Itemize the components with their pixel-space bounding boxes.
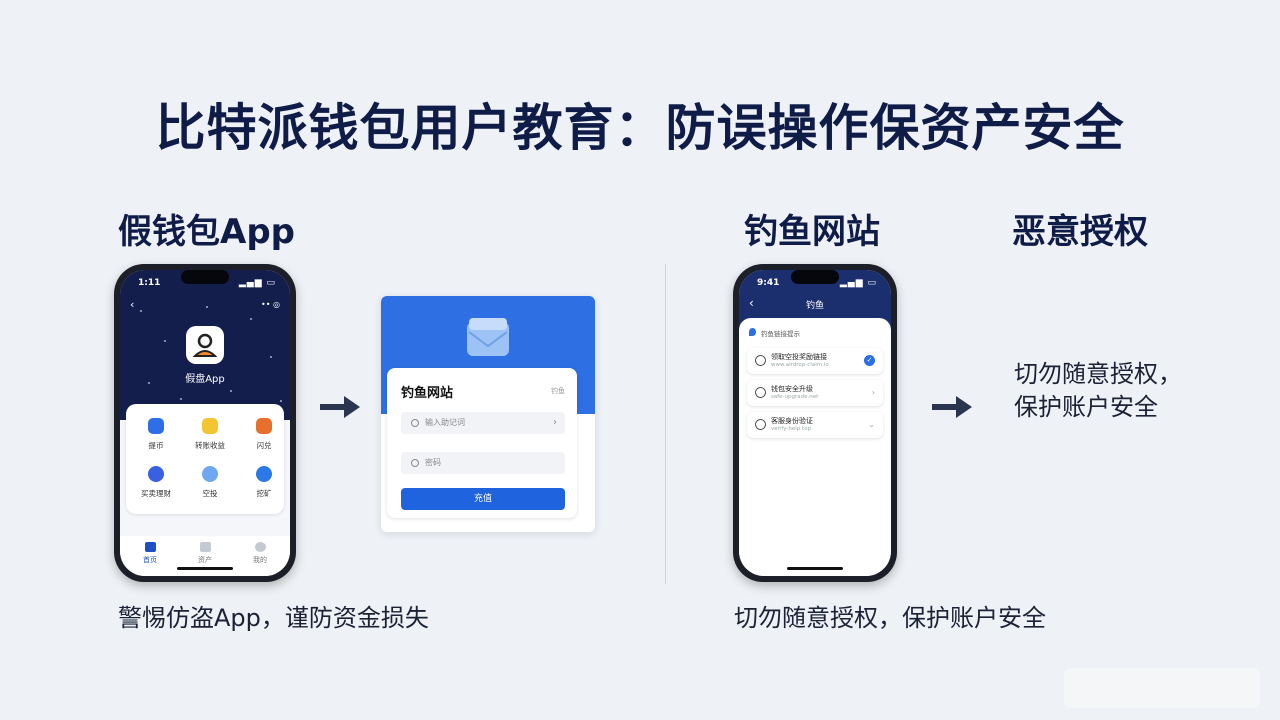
status-time: 1:11 bbox=[138, 278, 161, 288]
list-item[interactable]: 客服身份验证 verify-help.top ⌄ bbox=[747, 412, 883, 438]
signal-icon: ▂▄▆ ▭ bbox=[238, 278, 276, 288]
home-indicator bbox=[177, 567, 233, 570]
airdrop-icon bbox=[202, 466, 218, 482]
home-indicator bbox=[787, 567, 843, 570]
fake-app-caption: 警惕仿盗App，谨防资金损失 bbox=[118, 604, 429, 632]
link-icon bbox=[755, 355, 766, 366]
shield-icon bbox=[755, 387, 766, 398]
malicious-auth-text: 切勿随意授权， 保护账户安全 bbox=[1014, 360, 1182, 421]
signal-icon: ▂▄▆ ▭ bbox=[839, 278, 877, 288]
password-input[interactable]: 密码 bbox=[401, 452, 565, 474]
check-icon: ✓ bbox=[864, 355, 875, 366]
user-icon bbox=[755, 419, 766, 430]
list-item[interactable]: 领取空投奖励链接 www.airdrop-claim.io ✓ bbox=[747, 348, 883, 374]
phishing-phone: 9:41 ▂▄▆ ▭ ‹ 钓鱼 钓鱼链接提示 领取空投奖励链接 www.aird… bbox=[733, 264, 897, 582]
envelope-icon bbox=[467, 318, 509, 356]
submit-button[interactable]: 充值 bbox=[401, 488, 565, 510]
mining-icon bbox=[256, 466, 272, 482]
fake-app-heading: 假钱包App bbox=[118, 212, 295, 252]
chevron-right-icon: › bbox=[871, 388, 875, 397]
more-icon[interactable]: •• ◎ bbox=[261, 300, 280, 309]
tab-profile[interactable]: 我的 bbox=[240, 542, 280, 565]
tab-assets[interactable]: 资产 bbox=[185, 542, 225, 565]
fake-app-feature-grid: 提币 转账收益 闪兑 买卖理财 空投 挖矿 bbox=[126, 404, 284, 514]
fake-app-logo bbox=[186, 326, 224, 364]
location-pin-icon bbox=[749, 328, 756, 336]
grid-item[interactable]: 转账收益 bbox=[182, 418, 238, 451]
grid-item[interactable]: 闪兑 bbox=[236, 418, 290, 451]
arrow-right-icon bbox=[932, 396, 972, 418]
fake-app-phone: 1:11 ▂▄▆ ▭ ‹ •• ◎ 假盘App 提币 转账收益 闪兑 bbox=[114, 264, 296, 582]
list-item[interactable]: 钱包安全升级 safe-upgrade.net › bbox=[747, 380, 883, 406]
section-divider bbox=[665, 264, 666, 584]
web-mini-label: 钓鱼 bbox=[551, 387, 565, 395]
grid-item[interactable]: 提币 bbox=[128, 418, 184, 451]
chevron-down-icon: ⌄ bbox=[868, 420, 875, 429]
phishing-list-label: 钓鱼链接提示 bbox=[761, 330, 800, 338]
arrow-right-icon bbox=[320, 396, 360, 418]
grid-item[interactable]: 买卖理财 bbox=[128, 466, 184, 499]
home-icon bbox=[144, 542, 156, 552]
malicious-auth-heading: 恶意授权 bbox=[1012, 212, 1148, 252]
grid-item[interactable]: 挖矿 bbox=[236, 466, 290, 499]
tab-home[interactable]: 首页 bbox=[130, 542, 170, 565]
phishing-list-panel: 钓鱼链接提示 领取空投奖励链接 www.airdrop-claim.io ✓ 钱… bbox=[739, 318, 891, 576]
phishing-phone-title: 钓鱼 bbox=[805, 301, 824, 311]
watermark bbox=[1064, 668, 1260, 708]
chevron-right-icon: › bbox=[553, 417, 557, 428]
phishing-web-card: 钓鱼网站 钓鱼 输入助记词 › 密码 充值 bbox=[381, 296, 595, 532]
user-icon bbox=[254, 542, 266, 552]
mnemonic-input[interactable]: 输入助记词 › bbox=[401, 412, 565, 434]
transfer-icon bbox=[202, 418, 218, 434]
finance-icon bbox=[148, 466, 164, 482]
tab-bar: 首页 资产 我的 bbox=[120, 536, 290, 576]
withdraw-icon bbox=[148, 418, 164, 434]
wallet-icon bbox=[199, 542, 211, 552]
page-title: 比特派钱包用户教育：防误操作保资产安全 bbox=[155, 99, 1125, 157]
phishing-heading: 钓鱼网站 bbox=[744, 212, 880, 252]
status-time: 9:41 bbox=[757, 278, 780, 288]
web-title: 钓鱼网站 bbox=[401, 386, 454, 401]
swap-icon bbox=[256, 418, 272, 434]
grid-item[interactable]: 空投 bbox=[182, 466, 238, 499]
fake-app-name: 假盘App bbox=[185, 374, 225, 385]
back-icon[interactable]: ‹ bbox=[130, 298, 135, 311]
phishing-caption: 切勿随意授权，保护账户安全 bbox=[734, 604, 1046, 632]
back-icon[interactable]: ‹ bbox=[749, 296, 754, 310]
